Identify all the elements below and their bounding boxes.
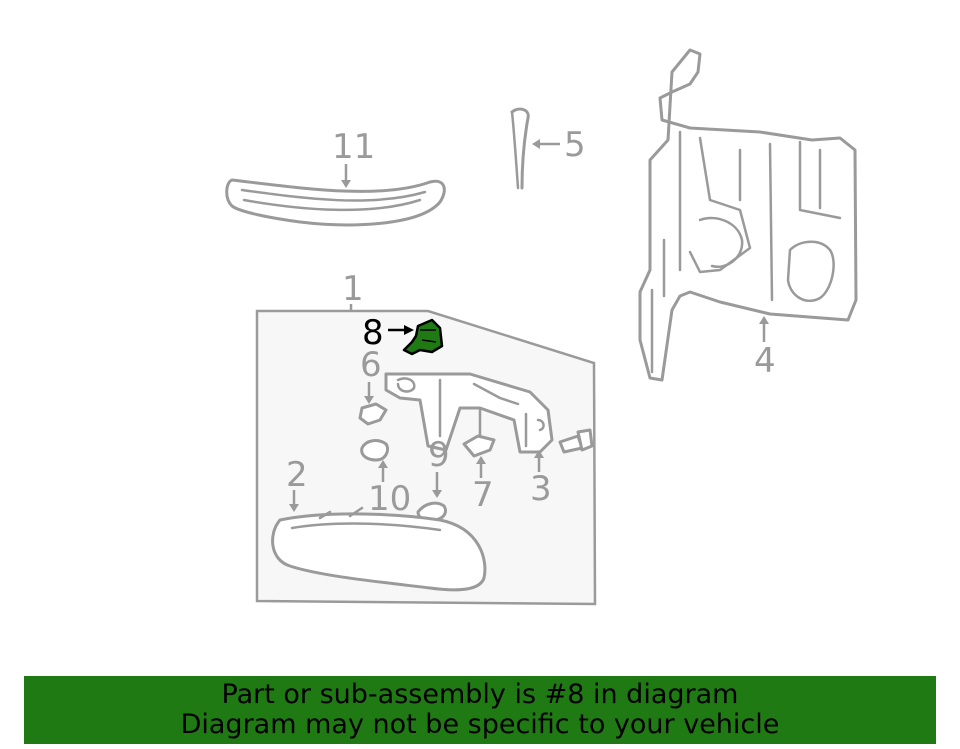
- parts-diagram: 11 5 4 1 8 6 10 9 7 3 2: [225, 48, 858, 606]
- callout-11-arrowhead: [341, 180, 351, 188]
- callout-7: 7: [472, 475, 494, 515]
- callout-8-arrowhead: [404, 325, 414, 335]
- callout-5: 5: [564, 125, 586, 165]
- callout-11: 11: [332, 127, 375, 167]
- callout-6-arrowhead: [364, 396, 374, 404]
- callout-6: 6: [360, 345, 382, 385]
- part-11-marker-lamp: [225, 178, 446, 227]
- part-7-adjuster: [462, 408, 496, 458]
- callout-10: 10: [368, 479, 411, 519]
- callout-3: 3: [530, 469, 552, 509]
- part-2-headlamp: [271, 506, 487, 592]
- part-3-bracket: [384, 372, 554, 454]
- callout-2: 2: [286, 455, 308, 495]
- callout-2-arrowhead: [289, 504, 299, 512]
- info-banner: Part or sub-assembly is #8 in diagram Di…: [24, 676, 936, 744]
- part-10-socket: [360, 439, 390, 462]
- part-5-seal: [510, 107, 530, 190]
- part-6-clip: [358, 402, 388, 426]
- callout-5-arrowhead: [532, 139, 540, 149]
- callout-8: 8: [362, 313, 384, 353]
- bolt: [558, 428, 594, 454]
- callout-9-arrowhead: [432, 490, 442, 498]
- callout-3-arrowhead: [534, 450, 544, 458]
- part-8-highlighted: [402, 318, 444, 356]
- callout-10-arrowhead: [378, 460, 388, 468]
- banner-line-1: Part or sub-assembly is #8 in diagram: [221, 679, 739, 710]
- callout-7-arrowhead: [476, 456, 486, 464]
- callout-9: 9: [428, 435, 450, 475]
- callout-4: 4: [754, 341, 776, 381]
- part-4-radiator-support: [638, 48, 858, 382]
- callout-1: 1: [342, 269, 364, 309]
- banner-line-2: Diagram may not be specific to your vehi…: [180, 709, 780, 740]
- callout-4-arrowhead: [759, 316, 769, 324]
